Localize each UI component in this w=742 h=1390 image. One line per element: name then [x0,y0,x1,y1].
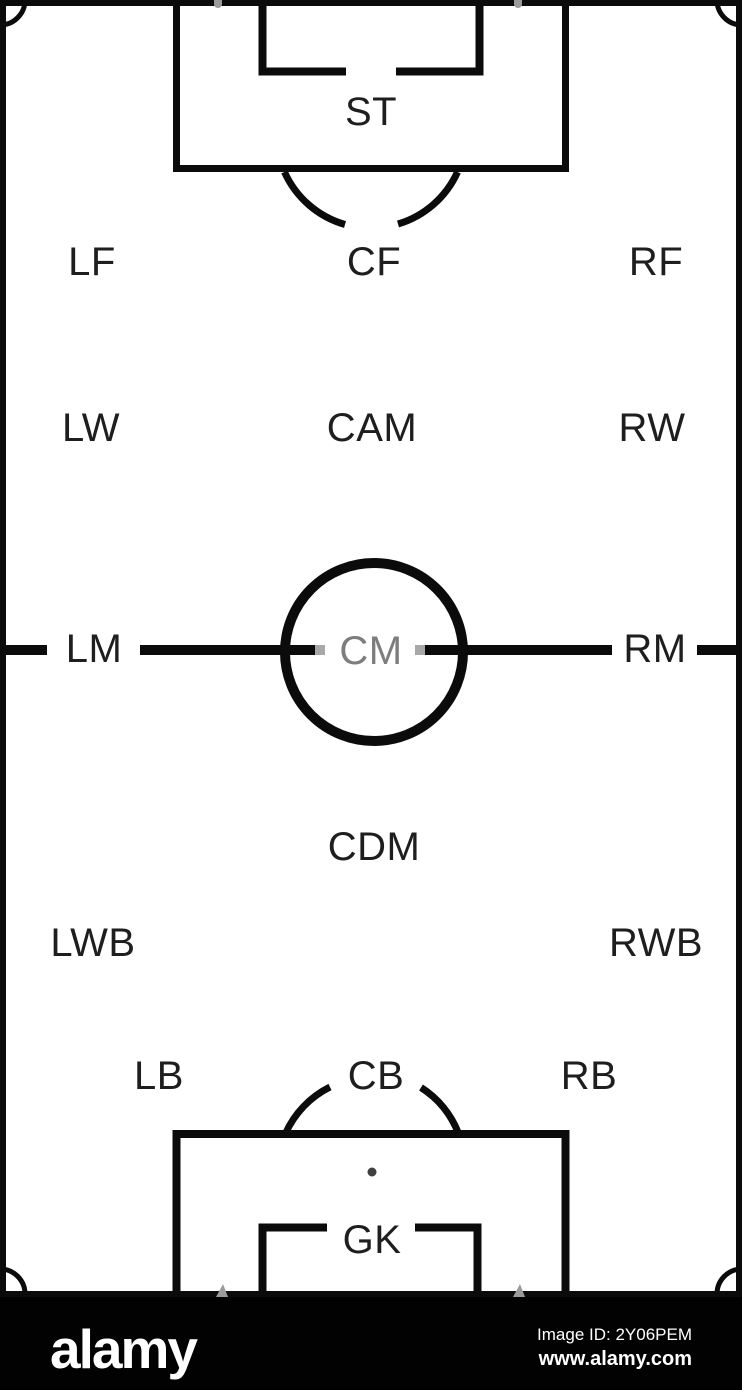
position-label-lb: LB [134,1054,184,1098]
position-label-cb: CB [347,1054,405,1098]
position-label-lm: LM [65,627,123,671]
corner-arc-top-left [0,0,28,28]
halfway-line-gray-tip [315,645,325,655]
penalty-box-top [173,4,569,172]
corner-arc-bottom-right [714,1266,742,1295]
pitch-outline [0,0,742,1297]
watermark-info: Image ID: 2Y06PEM www.alamy.com [537,1326,692,1369]
penalty-arc-top-left [281,170,347,228]
penalty-arc-top-right [396,170,461,228]
pitch-markings [0,0,742,1297]
alamy-logo: alamy [50,1318,198,1380]
watermark-bar [0,1297,742,1390]
position-label-lf: LF [68,240,116,284]
position-label-rb: RB [560,1054,618,1098]
position-label-gk: GK [342,1218,402,1262]
penalty-spot [367,1167,377,1177]
penalty-arc-bottom-right [419,1084,462,1135]
goal-box-bottom-left [258,1223,327,1294]
watermark-artifact [514,0,522,8]
corner-arc-top-right [714,0,742,28]
goal-box-top-left [258,4,346,76]
position-label-rwb: RWB [608,921,704,965]
corner-arc-bottom-left [0,1266,28,1295]
watermark-artifact [513,1284,525,1297]
image-id-text: Image ID: 2Y06PEM [537,1325,692,1344]
penalty-box-bottom [172,1130,570,1294]
position-label-lwb: LWB [50,921,136,965]
position-label-lw: LW [61,406,121,450]
goal-box-bottom-right [415,1223,482,1294]
alamy-url-text: www.alamy.com [538,1348,692,1370]
position-label-st: ST [344,90,398,134]
position-label-cf: CF [346,240,402,284]
watermark-artifact [214,0,222,8]
center-circle [280,558,468,746]
halfway-line-gray-tip [415,645,425,655]
position-label-rw: RW [618,406,686,450]
watermark-artifact [216,1284,228,1297]
goal-box-top-right [396,4,484,76]
position-label-cm: CM [339,629,403,673]
position-label-rm: RM [623,627,687,671]
position-label-cdm: CDM [327,825,421,869]
penalty-arc-bottom-left [282,1083,332,1135]
position-label-cam: CAM [326,406,418,450]
position-label-rf: RF [628,240,684,284]
